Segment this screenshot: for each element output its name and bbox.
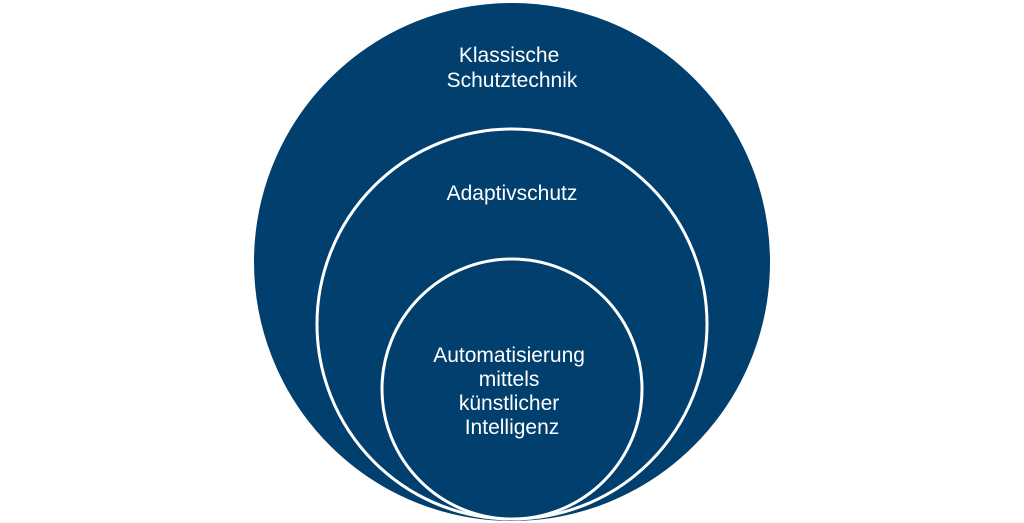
inner-circle-label: Automatisierung mittels künstlicher Inte… <box>433 344 591 439</box>
inner-circle-label-line: Intelligenz <box>465 416 560 439</box>
middle-circle-label-line: Adaptivschutz <box>447 182 578 205</box>
inner-circle <box>380 257 644 521</box>
inner-circle-group: Automatisierung mittels künstlicher Inte… <box>380 257 644 521</box>
outer-circle-label-line: Schutztechnik <box>447 69 578 92</box>
outer-circle-label: Klassische Schutztechnik <box>447 44 578 92</box>
inner-circle-label-line: Automatisierung <box>433 344 585 367</box>
inner-circle-label-line: mittels <box>479 368 540 391</box>
middle-circle-label: Adaptivschutz <box>447 182 578 205</box>
outer-circle-label-line: Klassische <box>459 44 559 67</box>
inner-circle-label-line: künstlicher <box>459 392 559 415</box>
